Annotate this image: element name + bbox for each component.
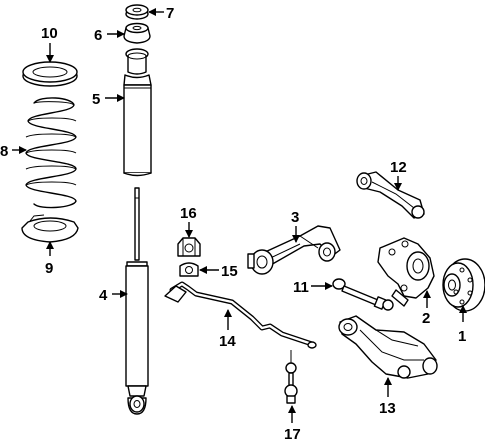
part-15-bushing-bracket bbox=[179, 262, 199, 277]
callout-leaders bbox=[12, 8, 467, 423]
callout-8: 8 bbox=[0, 143, 8, 160]
callout-17: 17 bbox=[284, 426, 301, 443]
part-9-lower-spring-insulator bbox=[21, 214, 79, 243]
callout-13: 13 bbox=[379, 400, 396, 417]
part-14-stabilizer-bar bbox=[164, 281, 317, 349]
part-12-upper-control-arm bbox=[356, 171, 425, 219]
part-3-lower-link bbox=[247, 225, 341, 275]
callout-6: 6 bbox=[94, 27, 102, 44]
callout-numbers: 1 2 3 4 5 6 7 8 9 10 11 12 13 14 15 16 1… bbox=[0, 5, 466, 443]
callout-10: 10 bbox=[41, 25, 58, 42]
callout-5: 5 bbox=[92, 91, 100, 108]
callout-11: 11 bbox=[293, 279, 309, 296]
part-6-upper-mount bbox=[123, 22, 151, 44]
callout-16: 16 bbox=[180, 205, 197, 222]
callout-14: 14 bbox=[219, 333, 236, 350]
callout-1: 1 bbox=[458, 328, 466, 345]
callout-4: 4 bbox=[99, 287, 108, 304]
callout-2: 2 bbox=[422, 310, 430, 327]
part-13-lower-control-arm bbox=[338, 315, 438, 379]
part-17-stabilizer-link bbox=[284, 350, 298, 404]
callout-12: 12 bbox=[390, 159, 407, 176]
part-5-dust-boot bbox=[123, 48, 152, 177]
callout-7: 7 bbox=[166, 5, 174, 22]
callout-9: 9 bbox=[45, 260, 53, 277]
part-4-shock-absorber bbox=[125, 187, 149, 415]
part-1-wheel-hub bbox=[442, 258, 485, 312]
part-11-lateral-link bbox=[332, 278, 394, 311]
part-16-stabilizer-bushing bbox=[177, 237, 201, 257]
part-8-coil-spring bbox=[25, 97, 77, 209]
part-2-knuckle bbox=[377, 237, 435, 307]
part-7-upper-mount-cap bbox=[125, 4, 149, 20]
callout-15: 15 bbox=[221, 263, 238, 280]
part-10-upper-spring-seat bbox=[22, 61, 78, 87]
callout-3: 3 bbox=[291, 209, 299, 226]
